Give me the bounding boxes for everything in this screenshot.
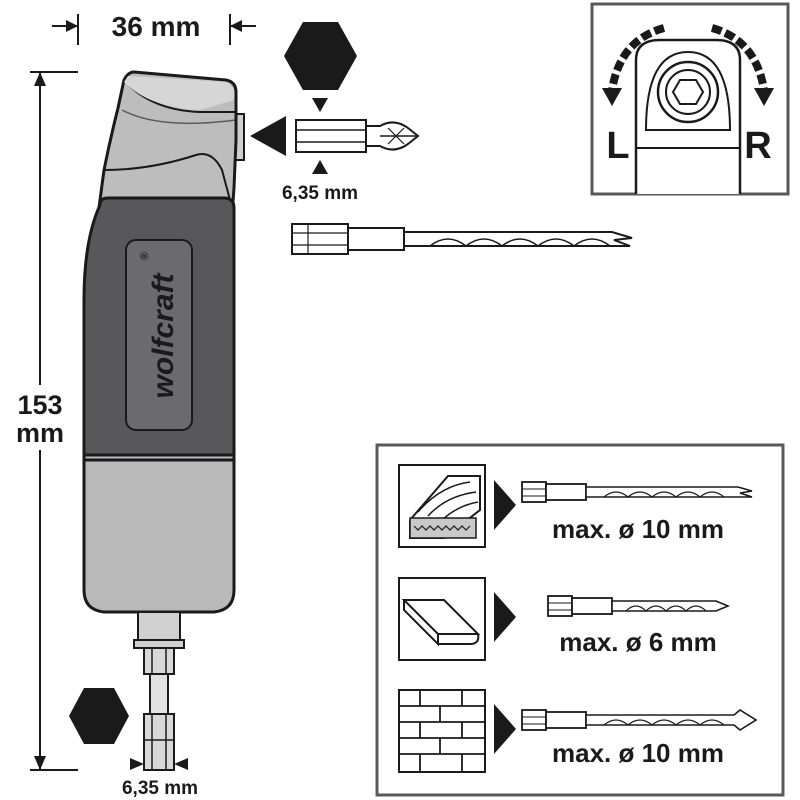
top-bit-arrow-up	[312, 160, 328, 174]
height-value: 153	[17, 390, 62, 420]
metal-bit-drawing	[547, 595, 731, 617]
wood-bit-drawing	[521, 481, 753, 503]
rotate-left-arrow-icon	[602, 24, 666, 106]
insert-direction-arrow-icon	[250, 116, 286, 156]
metal-capacity-label: max. ø 6 mm	[559, 627, 717, 657]
top-bit-label: 6,35 mm	[282, 183, 358, 204]
wood-capacity-label: max. ø 10 mm	[552, 514, 724, 544]
rotation-left-letter: L	[606, 125, 629, 167]
rotate-right-arrow-icon	[710, 24, 774, 106]
brick-material-icon	[398, 689, 486, 773]
top-hexagon-icon	[284, 22, 357, 90]
masonry-capacity-label: max. ø 10 mm	[552, 738, 724, 768]
capacity-row-masonry: max. ø 10 mm	[398, 689, 758, 773]
masonry-bit-drawing	[521, 709, 758, 731]
hex-socket-icon	[671, 79, 705, 105]
width-label: 36 mm	[112, 11, 201, 42]
screwdriver-bit	[295, 119, 420, 153]
drilling-capacity-panel: max. ø 10 mm max. ø 6 mm	[375, 443, 785, 797]
brand-reg-mark: ®	[139, 252, 151, 260]
height-dimension: 153 mm	[16, 71, 78, 771]
bottom-bit-label: 6,35 mm	[122, 778, 198, 799]
rotation-direction-panel: L R	[590, 2, 790, 196]
bottom-hexagon-icon	[69, 688, 129, 744]
wood-drill-bit	[291, 223, 633, 255]
tool-lower-body	[82, 453, 236, 614]
bottom-bit-dimension: 6,35 mm	[122, 758, 198, 799]
brand-plate	[125, 239, 193, 431]
angle-adapter-tool: wolfcraft ®	[82, 70, 245, 771]
brand-logo-text: wolfcraft	[147, 271, 180, 398]
bottom-hex-shank	[143, 647, 175, 771]
rotation-right-letter: R	[744, 125, 771, 167]
capacity-row-wood: max. ø 10 mm	[398, 464, 753, 548]
top-bit-arrow-down	[312, 98, 328, 112]
capacity-row-metal: max. ø 6 mm	[398, 577, 731, 661]
height-unit: mm	[16, 418, 64, 448]
width-dimension: 36 mm	[52, 11, 256, 45]
